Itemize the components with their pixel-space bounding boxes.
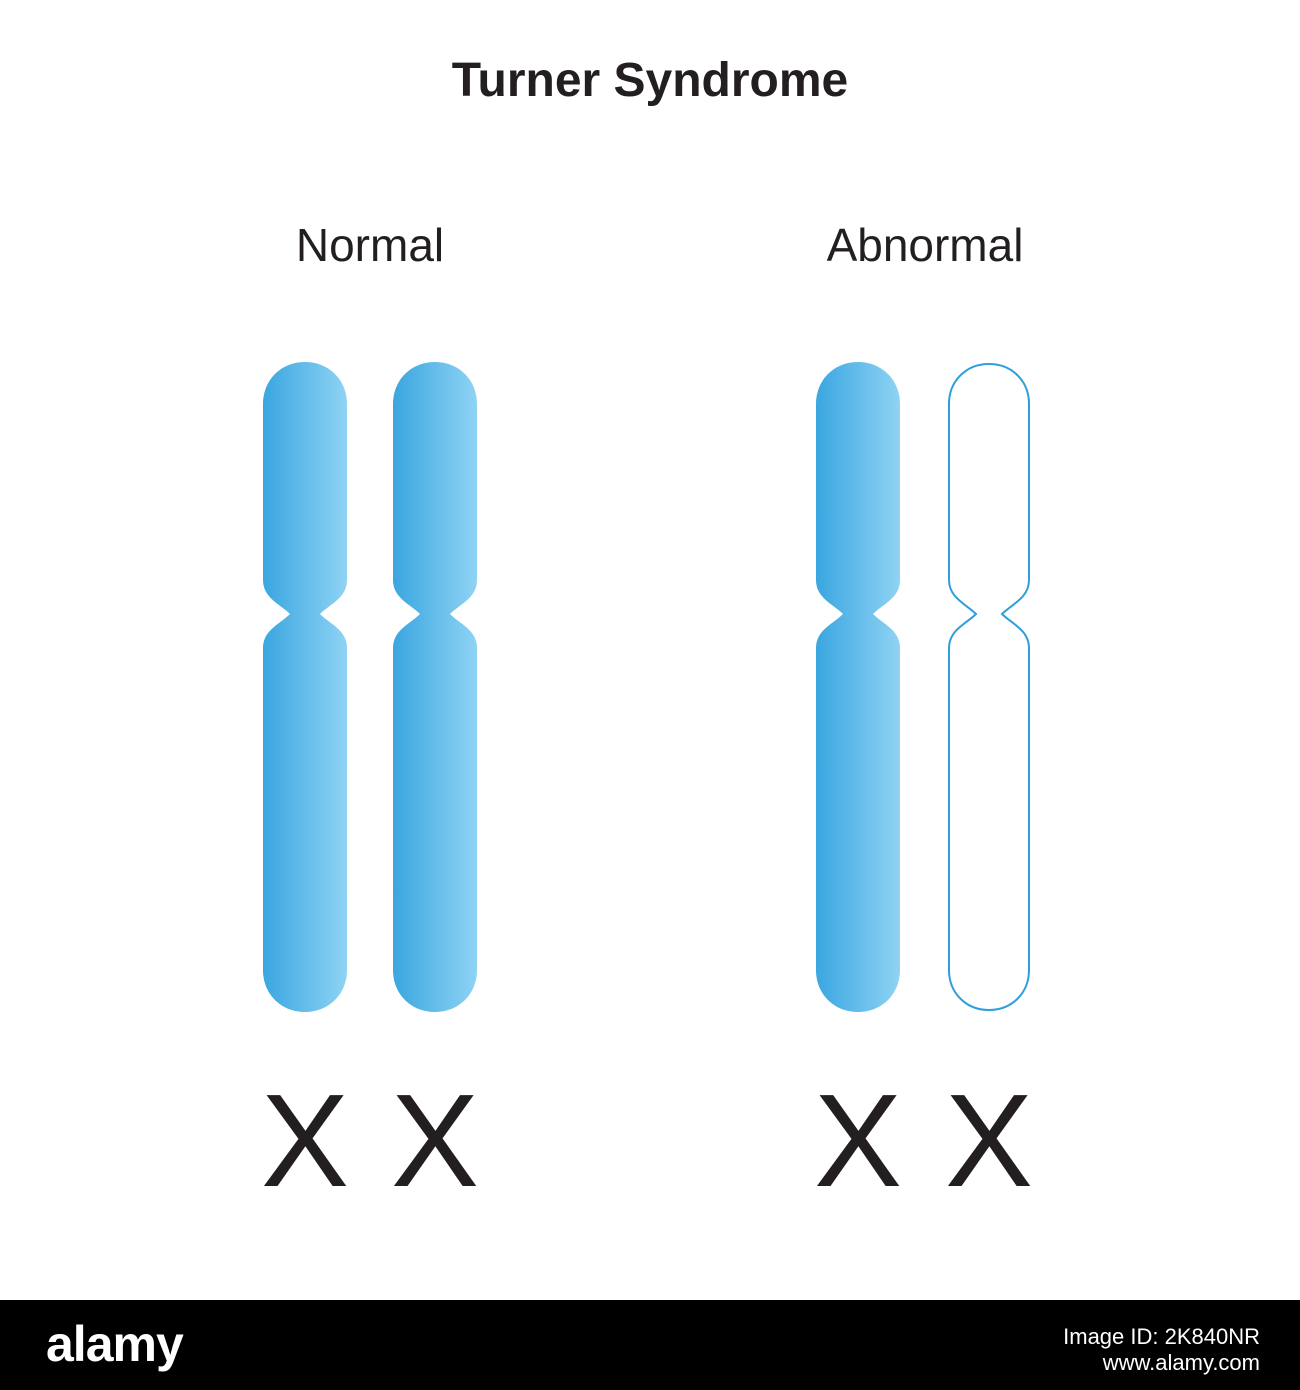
- chromosome-letter-abnormal-1: X: [814, 1067, 902, 1214]
- panel-label-abnormal: Abnormal: [826, 219, 1024, 271]
- watermark-footer: alamy Image ID: 2K840NR www.alamy.com: [0, 1300, 1300, 1390]
- chromosome-letter-normal-2: X: [391, 1067, 479, 1214]
- chromosome-normal-2: [393, 362, 477, 1012]
- chromosome-letter-normal-1: X: [261, 1067, 349, 1214]
- image-id-text: Image ID: 2K840NR: [1063, 1324, 1260, 1349]
- panel-label-normal: Normal: [295, 219, 445, 271]
- chromosome-abnormal-2-outline: [948, 362, 1030, 1012]
- chromosome-letter-abnormal-2: X: [945, 1067, 1033, 1214]
- diagram-title: Turner Syndrome: [451, 54, 849, 107]
- chromosome-normal-1: [263, 362, 347, 1012]
- chromosome-diagram: X X X X: [261, 362, 1033, 1214]
- footer-url-text: www.alamy.com: [1102, 1350, 1260, 1375]
- alamy-logo: alamy: [46, 1316, 184, 1372]
- chromosome-abnormal-1: [816, 362, 900, 1012]
